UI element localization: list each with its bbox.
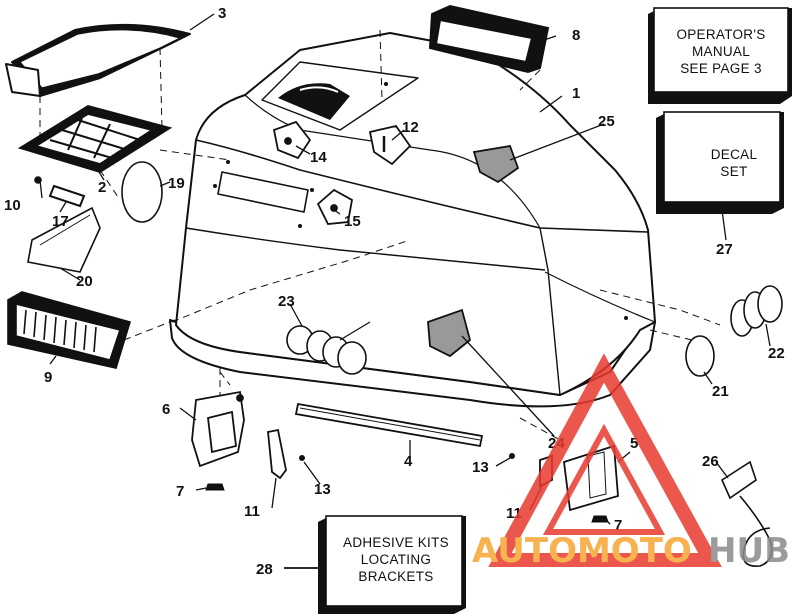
top-cover-part-3 — [5, 23, 191, 97]
adhesive-kits-box: ADHESIVE KITS LOCATING BRACKETS — [318, 515, 466, 614]
callout-7-right: 7 — [614, 517, 622, 534]
callout-6: 6 — [162, 401, 170, 418]
callout-13-right: 13 — [472, 459, 489, 476]
small-fasteners — [205, 453, 609, 523]
engine-cover — [169, 32, 656, 408]
disks — [286, 285, 783, 377]
callout-14: 14 — [310, 149, 327, 166]
adhesive-line-3: BRACKETS — [358, 569, 433, 584]
callout-8: 8 — [572, 27, 580, 44]
decal-line-1: DECAL — [711, 147, 758, 162]
callout-22: 22 — [768, 345, 785, 362]
adhesive-line-2: LOCATING — [361, 552, 431, 567]
callout-13-left: 13 — [314, 481, 331, 498]
operators-manual-box: OPERATOR'S MANUAL SEE PAGE 3 — [648, 7, 792, 104]
callout-2: 2 — [98, 179, 106, 196]
adhesive-line-1: ADHESIVE KITS — [343, 535, 449, 550]
callout-19: 19 — [168, 175, 185, 192]
callout-20: 20 — [76, 273, 93, 290]
callout-1: 1 — [572, 85, 580, 102]
callout-15: 15 — [344, 213, 361, 230]
callout-12: 12 — [402, 119, 419, 136]
strip-part-4 — [294, 402, 484, 448]
cable-part-26 — [720, 460, 773, 567]
callout-numbers: 3 1 8 25 12 14 15 10 17 2 19 20 9 27 21 … — [4, 5, 785, 578]
decal-set-box: DECAL SET — [656, 111, 784, 214]
brackets — [191, 390, 619, 512]
watermark-text-automoto: AUTOMOTO — [472, 531, 692, 571]
callout-26: 26 — [702, 453, 719, 470]
decal-line-2: SET — [720, 164, 747, 179]
watermark-logo: AUTOMOTO HUB — [472, 353, 790, 571]
callout-4: 4 — [404, 453, 413, 470]
callout-7-left: 7 — [176, 483, 184, 500]
left-small-parts — [7, 161, 163, 369]
manual-line-2: MANUAL — [692, 44, 750, 59]
callout-28: 28 — [256, 561, 273, 578]
callout-3: 3 — [218, 5, 226, 22]
callout-25: 25 — [598, 113, 615, 130]
callout-11-left: 11 — [244, 503, 260, 520]
grid-tray-part-2 — [17, 105, 173, 173]
callout-9: 9 — [44, 369, 52, 386]
callout-17: 17 — [52, 213, 69, 230]
vent-part-8 — [428, 4, 550, 74]
callout-27: 27 — [716, 241, 733, 258]
callout-10: 10 — [4, 197, 21, 214]
manual-line-3: SEE PAGE 3 — [680, 61, 762, 76]
clips — [272, 120, 520, 358]
manual-line-1: OPERATOR'S — [676, 27, 765, 42]
callout-5: 5 — [630, 435, 638, 452]
callout-23: 23 — [278, 293, 295, 310]
watermark-text-hub: HUB — [708, 531, 790, 571]
callout-21: 21 — [712, 383, 729, 400]
